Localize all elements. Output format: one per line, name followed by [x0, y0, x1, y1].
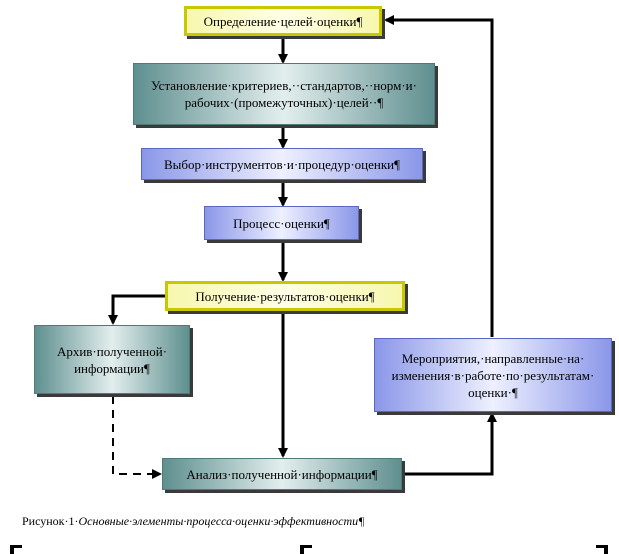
node-results-label: Получение·результатов·оценки¶ [195, 288, 375, 304]
node-results: Получение·результатов·оценки¶ [165, 281, 405, 311]
node-measures: Мероприятия,·направленные·на· изменения·… [374, 338, 612, 412]
node-criteria: Установление·критериев,··стандартов,··но… [133, 63, 435, 125]
page-corner-mark-left-bar [10, 545, 22, 548]
page-corner-mark-middle [300, 545, 304, 554]
node-tools-label: Выбор·инструментов·и·процедур·оценки¶ [163, 156, 401, 172]
page-corner-mark-right-bar [596, 545, 608, 548]
edge-archive-to-analysis [112, 396, 162, 479]
node-define-goals-label: Определение·целей·оценки¶ [203, 13, 363, 29]
node-define-goals: Определение·целей·оценки¶ [184, 6, 382, 36]
page-corner-mark-middle-bar [300, 545, 312, 548]
node-process: Процесс·оценки¶ [204, 206, 359, 240]
figure-caption-label: Рисунок·1· [22, 514, 79, 528]
edge-analysis-to-measures [402, 412, 497, 476]
node-process-label: Процесс·оценки¶ [233, 215, 330, 231]
figure-caption: Рисунок·1·Основные·элементы·процесса·оце… [22, 514, 364, 529]
node-measures-label: Мероприятия,·направленные·на· изменения·… [391, 350, 595, 400]
node-criteria-label: Установление·критериев,··стандартов,··но… [151, 78, 417, 110]
page-corner-mark-right [604, 545, 608, 554]
node-archive: Архив·полученной· информации¶ [34, 325, 190, 394]
figure-caption-text: Основные·элементы·процесса·оценки·эффект… [78, 514, 365, 528]
node-archive-label: Архив·полученной· информации¶ [56, 343, 168, 376]
edge-results-to-archive [108, 294, 165, 325]
node-analysis: Анализ·полученной·информации¶ [162, 458, 402, 490]
node-tools: Выбор·инструментов·и·процедур·оценки¶ [141, 148, 423, 180]
edge-measures-to-define [384, 15, 494, 337]
node-analysis-label: Анализ·полученной·информации¶ [186, 466, 378, 482]
page-corner-mark-left [10, 545, 14, 554]
